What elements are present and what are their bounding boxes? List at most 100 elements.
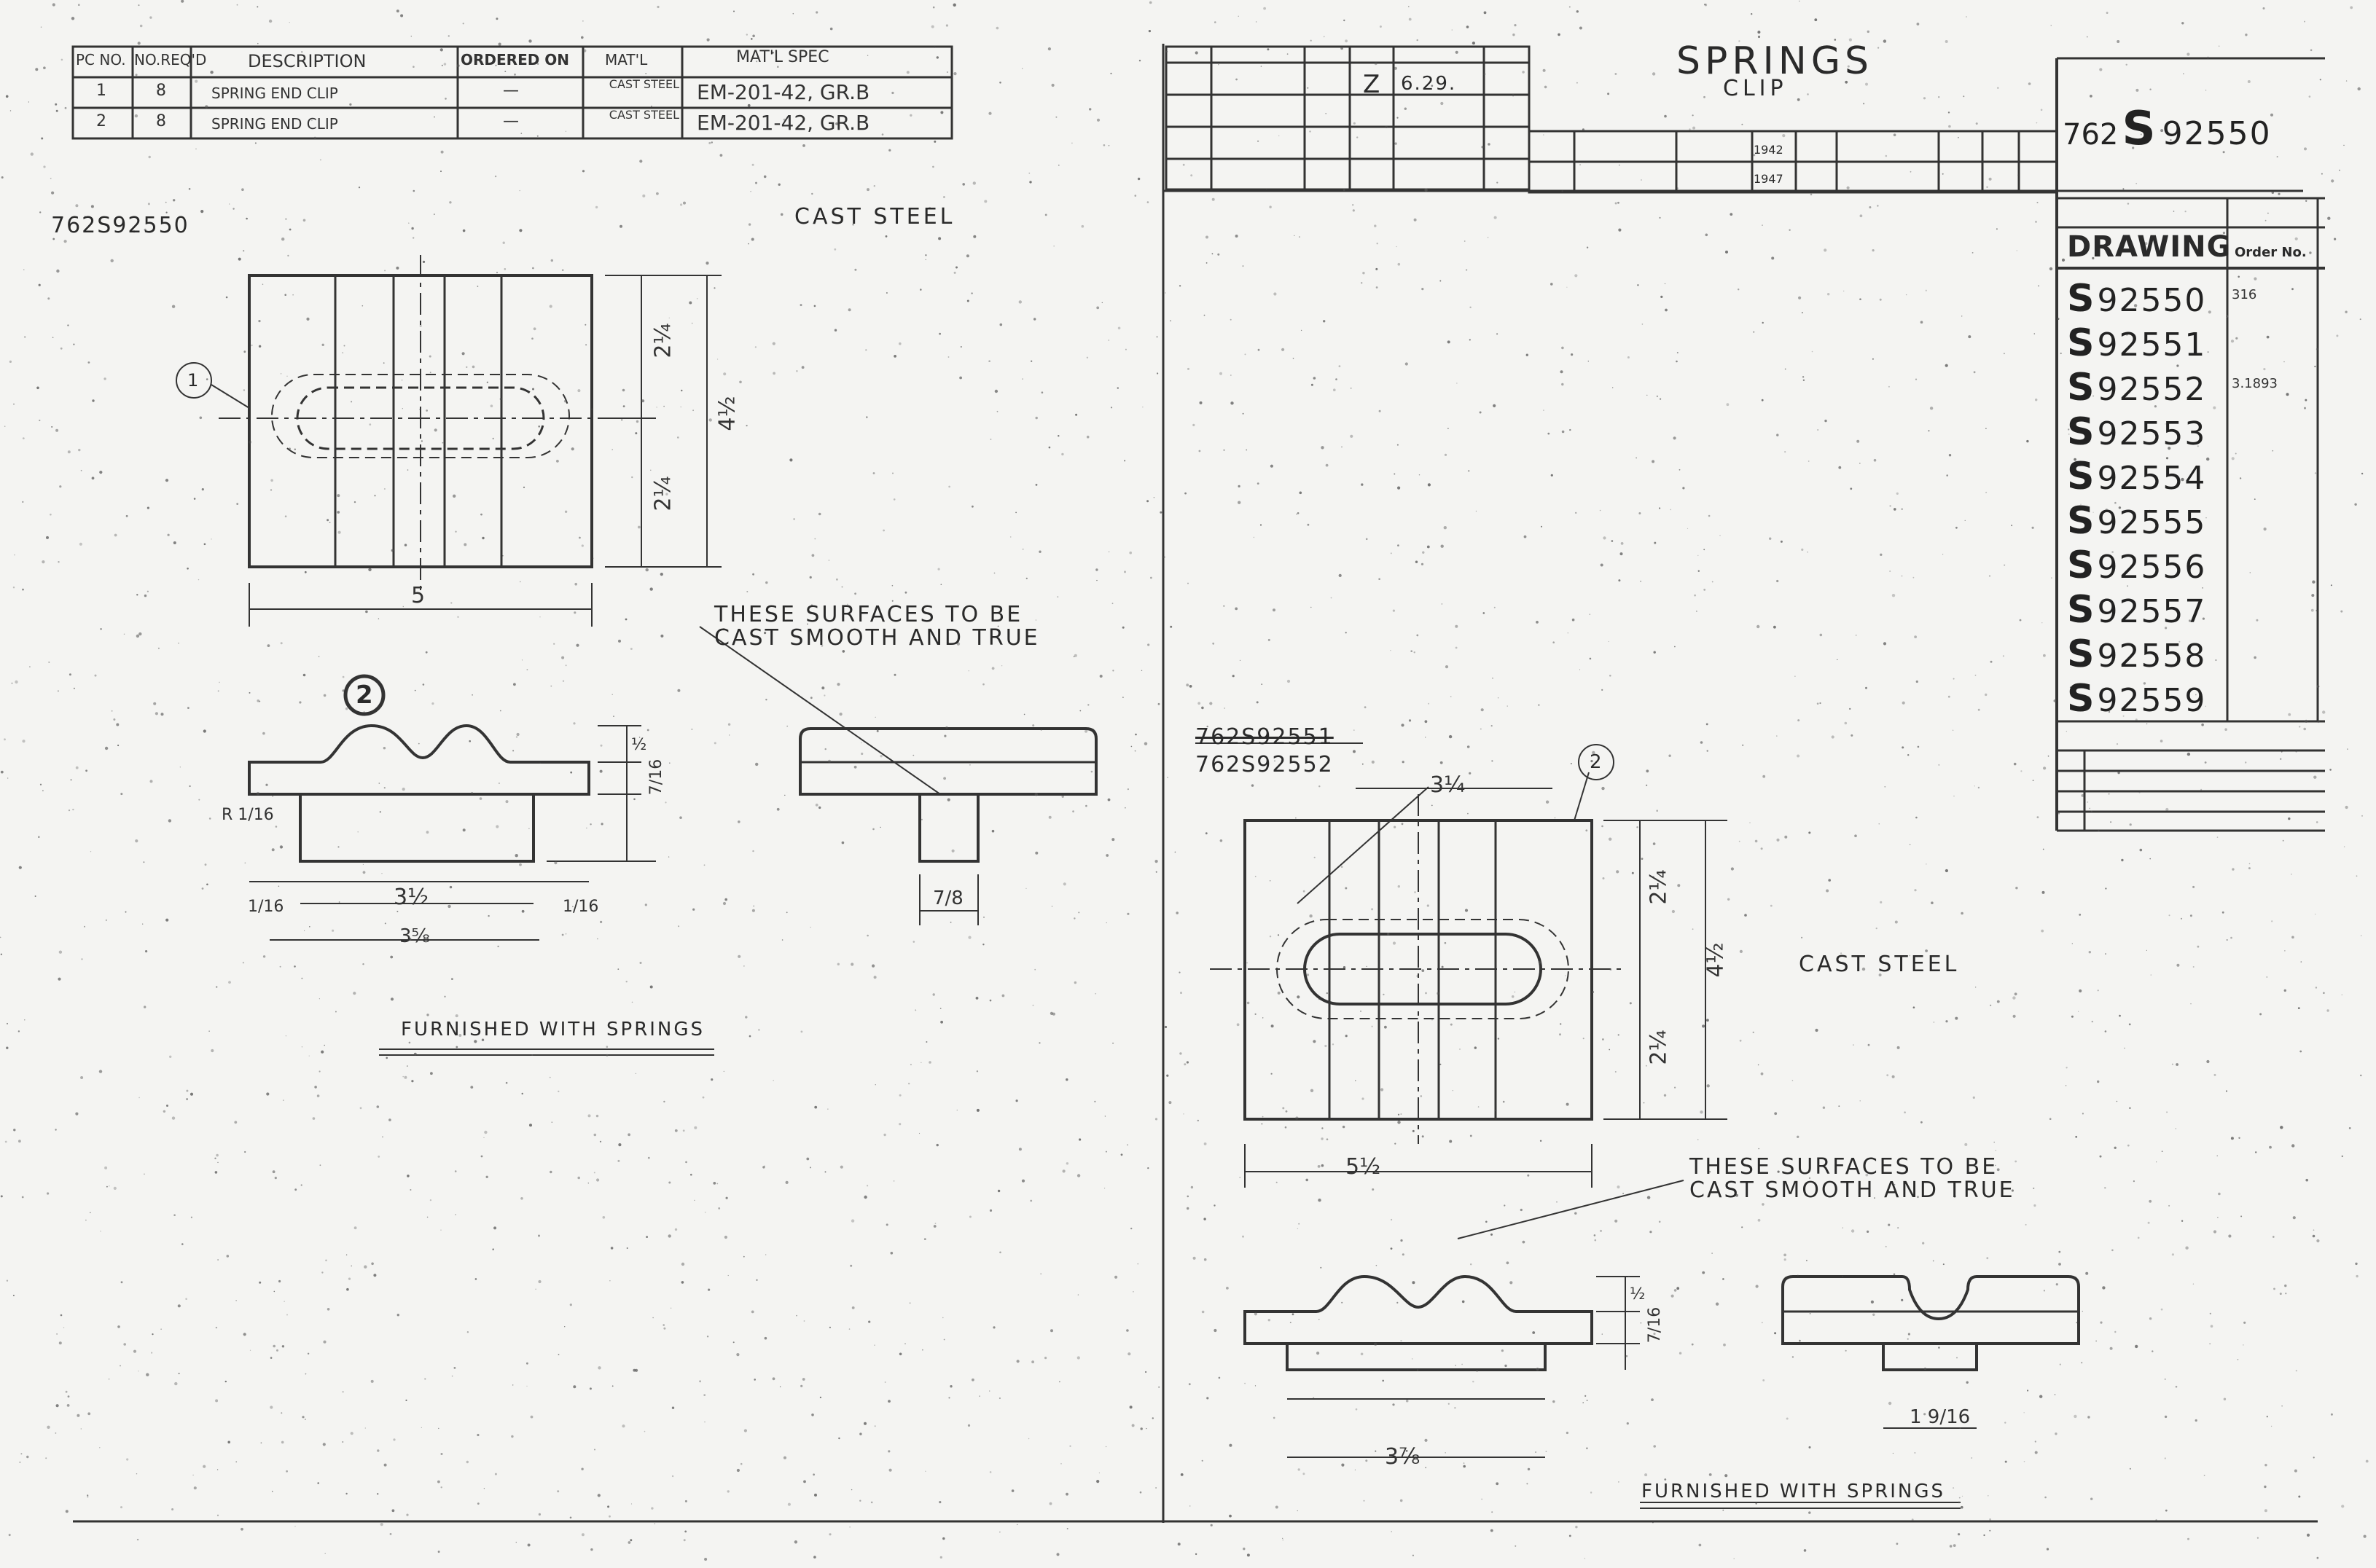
right-leaders (1195, 742, 1961, 1509)
left-dim-thick: ½ (631, 736, 647, 754)
left-material-note: CAST STEEL (794, 204, 956, 230)
drawing-letter: S (2122, 102, 2156, 156)
left-leaders (211, 384, 941, 1056)
drawing-list-item: S92550 (2067, 277, 2206, 321)
drawing-list-letter: S (2067, 366, 2095, 409)
drawing-list-item: S92559 (2067, 677, 2206, 721)
left-elevation-view (248, 724, 656, 941)
drawing-list-number: 92554 (2097, 460, 2207, 497)
bom-row-1-ordered-on: — (503, 82, 519, 100)
left-dim-overall-height: 4½ (714, 396, 740, 431)
right-material-note: CAST STEEL (1799, 952, 1960, 977)
main-drawing-number: 762 S 92550 (2063, 102, 2272, 156)
bom-row-1-pc-no: 1 (96, 82, 106, 100)
drawing-list-item: S92553 (2067, 410, 2206, 454)
right-dim-flange: 1 9/16 (1910, 1406, 1971, 1428)
right-surface-note-line-2: CAST SMOOTH AND TRUE (1689, 1177, 2015, 1203)
drawing-list-letter: S (2067, 677, 2095, 721)
drawing-list-number: 92553 (2097, 415, 2207, 452)
drawing-list-grid (2055, 57, 2325, 832)
bom-row-2-pc-no: 2 (96, 112, 106, 130)
bom-header-no-req: NO.REQ'D (134, 51, 207, 68)
signature-block-grid (1528, 130, 2058, 194)
left-callout-1-label: 1 (187, 370, 200, 391)
right-plan-view (1210, 794, 1625, 1144)
right-callout-2-label: 2 (1590, 751, 1603, 773)
revision-date: 6.29. (1401, 73, 1457, 95)
bom-table-grid (71, 45, 953, 140)
right-ref-number: 762S92552 (1195, 752, 1334, 777)
drawing-list-order: 316 (2232, 287, 2257, 302)
title-subtitle-clip: CLIP (1723, 76, 1788, 101)
left-dim-width: 5 (411, 583, 426, 608)
left-surface-note-line-2: CAST SMOOTH AND TRUE (714, 625, 1040, 651)
right-callout-circle-2 (1578, 744, 1614, 780)
drawing-list-letter: S (2067, 455, 2095, 498)
bom-row-1-no-req: 8 (156, 82, 166, 100)
left-callout-circle-2 (343, 674, 386, 716)
drawing-list-item: S92554 (2067, 455, 2206, 498)
signature-year-2: 1947 (1754, 172, 1783, 186)
drawing-list-item: S92557 (2067, 588, 2206, 632)
left-dim-base: 3½ (394, 885, 429, 910)
left-end-view (799, 727, 1098, 925)
drawing-list-number: 92555 (2097, 504, 2207, 541)
left-plan-dimensions (249, 275, 722, 627)
bom-row-2-matl-spec: EM-201-42, GR.B (697, 111, 870, 135)
drawing-list-label: DRAWING (2067, 230, 2232, 264)
drawing-list-item: S92551 (2067, 321, 2206, 365)
drawing-list-letter: S (2067, 499, 2095, 543)
right-dim-top: 3¼ (1430, 772, 1466, 798)
title-springs: SPRINGS (1676, 39, 1874, 83)
right-end-view (1781, 1275, 2080, 1429)
left-dim-height-top: 2¼ (650, 323, 676, 358)
drawing-list-letter: S (2067, 277, 2095, 321)
right-surface-note-line-1: THESE SURFACES TO BE (1689, 1154, 1998, 1180)
drawing-number: 92550 (2162, 115, 2272, 152)
drawing-list-order-label: Order No. (2235, 245, 2307, 260)
drawing-list-order: 3.1893 (2232, 376, 2278, 391)
left-dim-edge-right: 1/16 (563, 898, 599, 916)
drawing-list-number: 92550 (2097, 282, 2207, 319)
drawing-list-number: 92556 (2097, 549, 2207, 586)
left-callout-2-label: 2 (356, 681, 373, 710)
bom-row-2-no-req: 8 (156, 112, 166, 130)
bom-row-1-matl: CAST STEEL (609, 77, 679, 91)
left-surface-note-line-1: THESE SURFACES TO BE (714, 602, 1023, 627)
right-ref-number-struck: 762S92551 (1195, 724, 1334, 750)
bom-header-description: DESCRIPTION (248, 51, 367, 71)
left-callout-circle-1 (176, 362, 212, 399)
right-dim-width: 5½ (1345, 1154, 1381, 1180)
drawing-list-item: S92552 (2067, 366, 2206, 409)
drawing-list-number: 92557 (2097, 593, 2207, 630)
drawing-prefix: 762 (2063, 118, 2119, 152)
left-dim-rib: 7/16 (647, 758, 666, 796)
bom-header-pc-no: PC NO. (76, 51, 126, 68)
left-plan-view (219, 255, 627, 590)
right-plan-dimensions (1244, 786, 1727, 1188)
drawing-list-item: S92556 (2067, 544, 2206, 587)
left-dim-flange: 7/8 (933, 887, 964, 909)
right-dim-height-top: 2¼ (1646, 869, 1672, 905)
bom-header-matl: MAT'L (605, 51, 648, 68)
right-dim-overall-height: 4½ (1703, 942, 1729, 978)
signature-year-1: 1942 (1754, 143, 1783, 157)
bom-row-1-matl-spec: EM-201-42, GR.B (697, 80, 870, 104)
right-furnished-note: FURNISHED WITH SPRINGS (1641, 1481, 1946, 1502)
drawing-list-letter: S (2067, 321, 2095, 365)
right-dim-thick: ½ (1630, 1285, 1646, 1304)
drawing-list-letter: S (2067, 410, 2095, 454)
left-dim-edge-left: 1/16 (248, 898, 284, 916)
left-dim-radius: R 1/16 (222, 806, 274, 824)
drawing-list-letter: S (2067, 588, 2095, 632)
right-dim-height-bottom: 2¼ (1646, 1030, 1672, 1065)
bom-row-2-ordered-on: — (503, 112, 519, 130)
right-dim-base: 3⅞ (1385, 1444, 1420, 1470)
right-dim-rib: 7/16 (1646, 1306, 1665, 1344)
bom-row-1-description: SPRING END CLIP (211, 85, 338, 102)
revision-table-grid (1165, 45, 1531, 191)
bom-row-2-description: SPRING END CLIP (211, 115, 338, 133)
